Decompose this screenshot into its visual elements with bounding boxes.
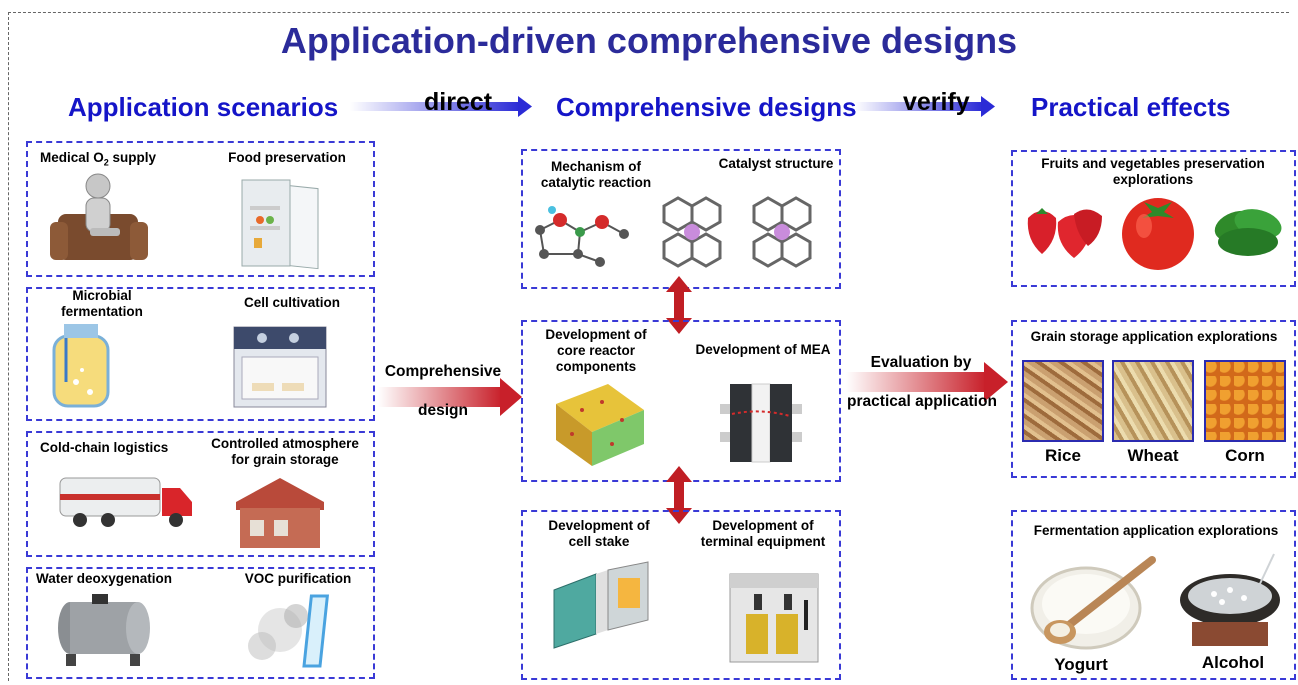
label-cell: Cell cultivation — [243, 295, 341, 310]
label-grain-atmosphere: Controlled atmosphere for grain storage — [211, 436, 359, 467]
label-corn: Corn — [1225, 446, 1265, 465]
label-voc: VOC purification — [244, 571, 352, 586]
label-terminal: Development of terminal equipment — [700, 518, 826, 549]
catalyst-structure-2-icon — [752, 196, 812, 268]
voc-purification-icon — [248, 594, 330, 668]
panel-water-voc — [26, 567, 375, 679]
direct-label: direct — [424, 88, 493, 116]
rice-image — [1022, 360, 1104, 442]
label-medical: Medical O2 supply — [40, 150, 157, 168]
incubator-icon — [233, 326, 327, 408]
label-mea: Development of MEA — [695, 342, 831, 357]
label-food: Food preservation — [228, 150, 346, 165]
label-rice: Rice — [1045, 446, 1081, 465]
label-reactor: Development of core reactor components — [545, 327, 647, 374]
panel-fermentation — [1011, 510, 1296, 680]
label-grain: Grain storage application explorations — [1030, 329, 1278, 344]
truck-icon — [59, 477, 192, 527]
mea-icon — [720, 383, 802, 463]
label-wheat: Wheat — [1127, 446, 1179, 465]
panel-medical-food — [26, 141, 375, 277]
catalyst-structure-1-icon — [662, 196, 722, 268]
granary-icon — [236, 478, 324, 548]
strawberry-icon — [1027, 208, 1102, 258]
panel-microbial-cell — [26, 287, 375, 421]
corn-image — [1204, 360, 1286, 442]
label-mechanism: Mechanism of catalytic reaction — [540, 159, 652, 190]
person-armchair-icon — [50, 173, 148, 260]
comprehensive-label: Comprehensive — [384, 363, 502, 380]
panel-grain — [1011, 320, 1296, 478]
spinach-icon — [1214, 209, 1282, 256]
panel-stake-terminal — [521, 510, 841, 680]
label-fruits: Fruits and vegetables preservation explo… — [1041, 156, 1265, 187]
panel-fruits — [1011, 150, 1296, 287]
deoxygenation-tank-icon — [58, 594, 150, 666]
wheat-image — [1112, 360, 1194, 442]
cell-stack-icon — [553, 561, 649, 649]
verify-label: verify — [903, 88, 970, 116]
reactor-component-icon — [556, 384, 644, 466]
comprehensive-design-arrow — [378, 378, 522, 416]
label-stake: Development of cell stake — [548, 518, 650, 549]
label-catalyst: Catalyst structure — [718, 156, 834, 171]
tomato-icon — [1122, 198, 1194, 270]
reaction-molecule-icon — [535, 206, 629, 267]
label-coldchain: Cold-chain logistics — [40, 440, 169, 455]
alcohol-icon — [1180, 553, 1280, 646]
label-alcohol: Alcohol — [1201, 653, 1265, 672]
label-fermentation: Fermentation application explorations — [1033, 523, 1279, 538]
panel-coldchain-grain — [26, 431, 375, 557]
page-title: Application-driven comprehensive designs — [280, 20, 1018, 61]
fermenter-icon — [52, 324, 110, 408]
label-yogurt: Yogurt — [1054, 655, 1108, 674]
refrigerator-icon — [241, 179, 319, 270]
evaluation-label-1: Evaluation by — [870, 354, 972, 371]
header-scenarios: Application scenarios — [68, 92, 339, 122]
header-effects: Practical effects — [1031, 92, 1231, 122]
verify-arrow — [855, 96, 995, 117]
direct-arrow — [350, 96, 532, 117]
double-arrow-top — [666, 276, 692, 334]
outer-frame — [8, 12, 1289, 681]
design-label: design — [418, 402, 468, 419]
label-microbial: Microbial fermentation — [61, 288, 143, 319]
yogurt-icon — [1030, 556, 1156, 650]
double-arrow-bottom — [666, 466, 692, 524]
label-water: Water deoxygenation — [36, 571, 173, 586]
evaluation-arrow — [846, 362, 1008, 402]
terminal-equipment-icon — [729, 573, 819, 663]
header-designs: Comprehensive designs — [556, 92, 857, 122]
evaluation-label-2: practical application — [847, 393, 997, 410]
